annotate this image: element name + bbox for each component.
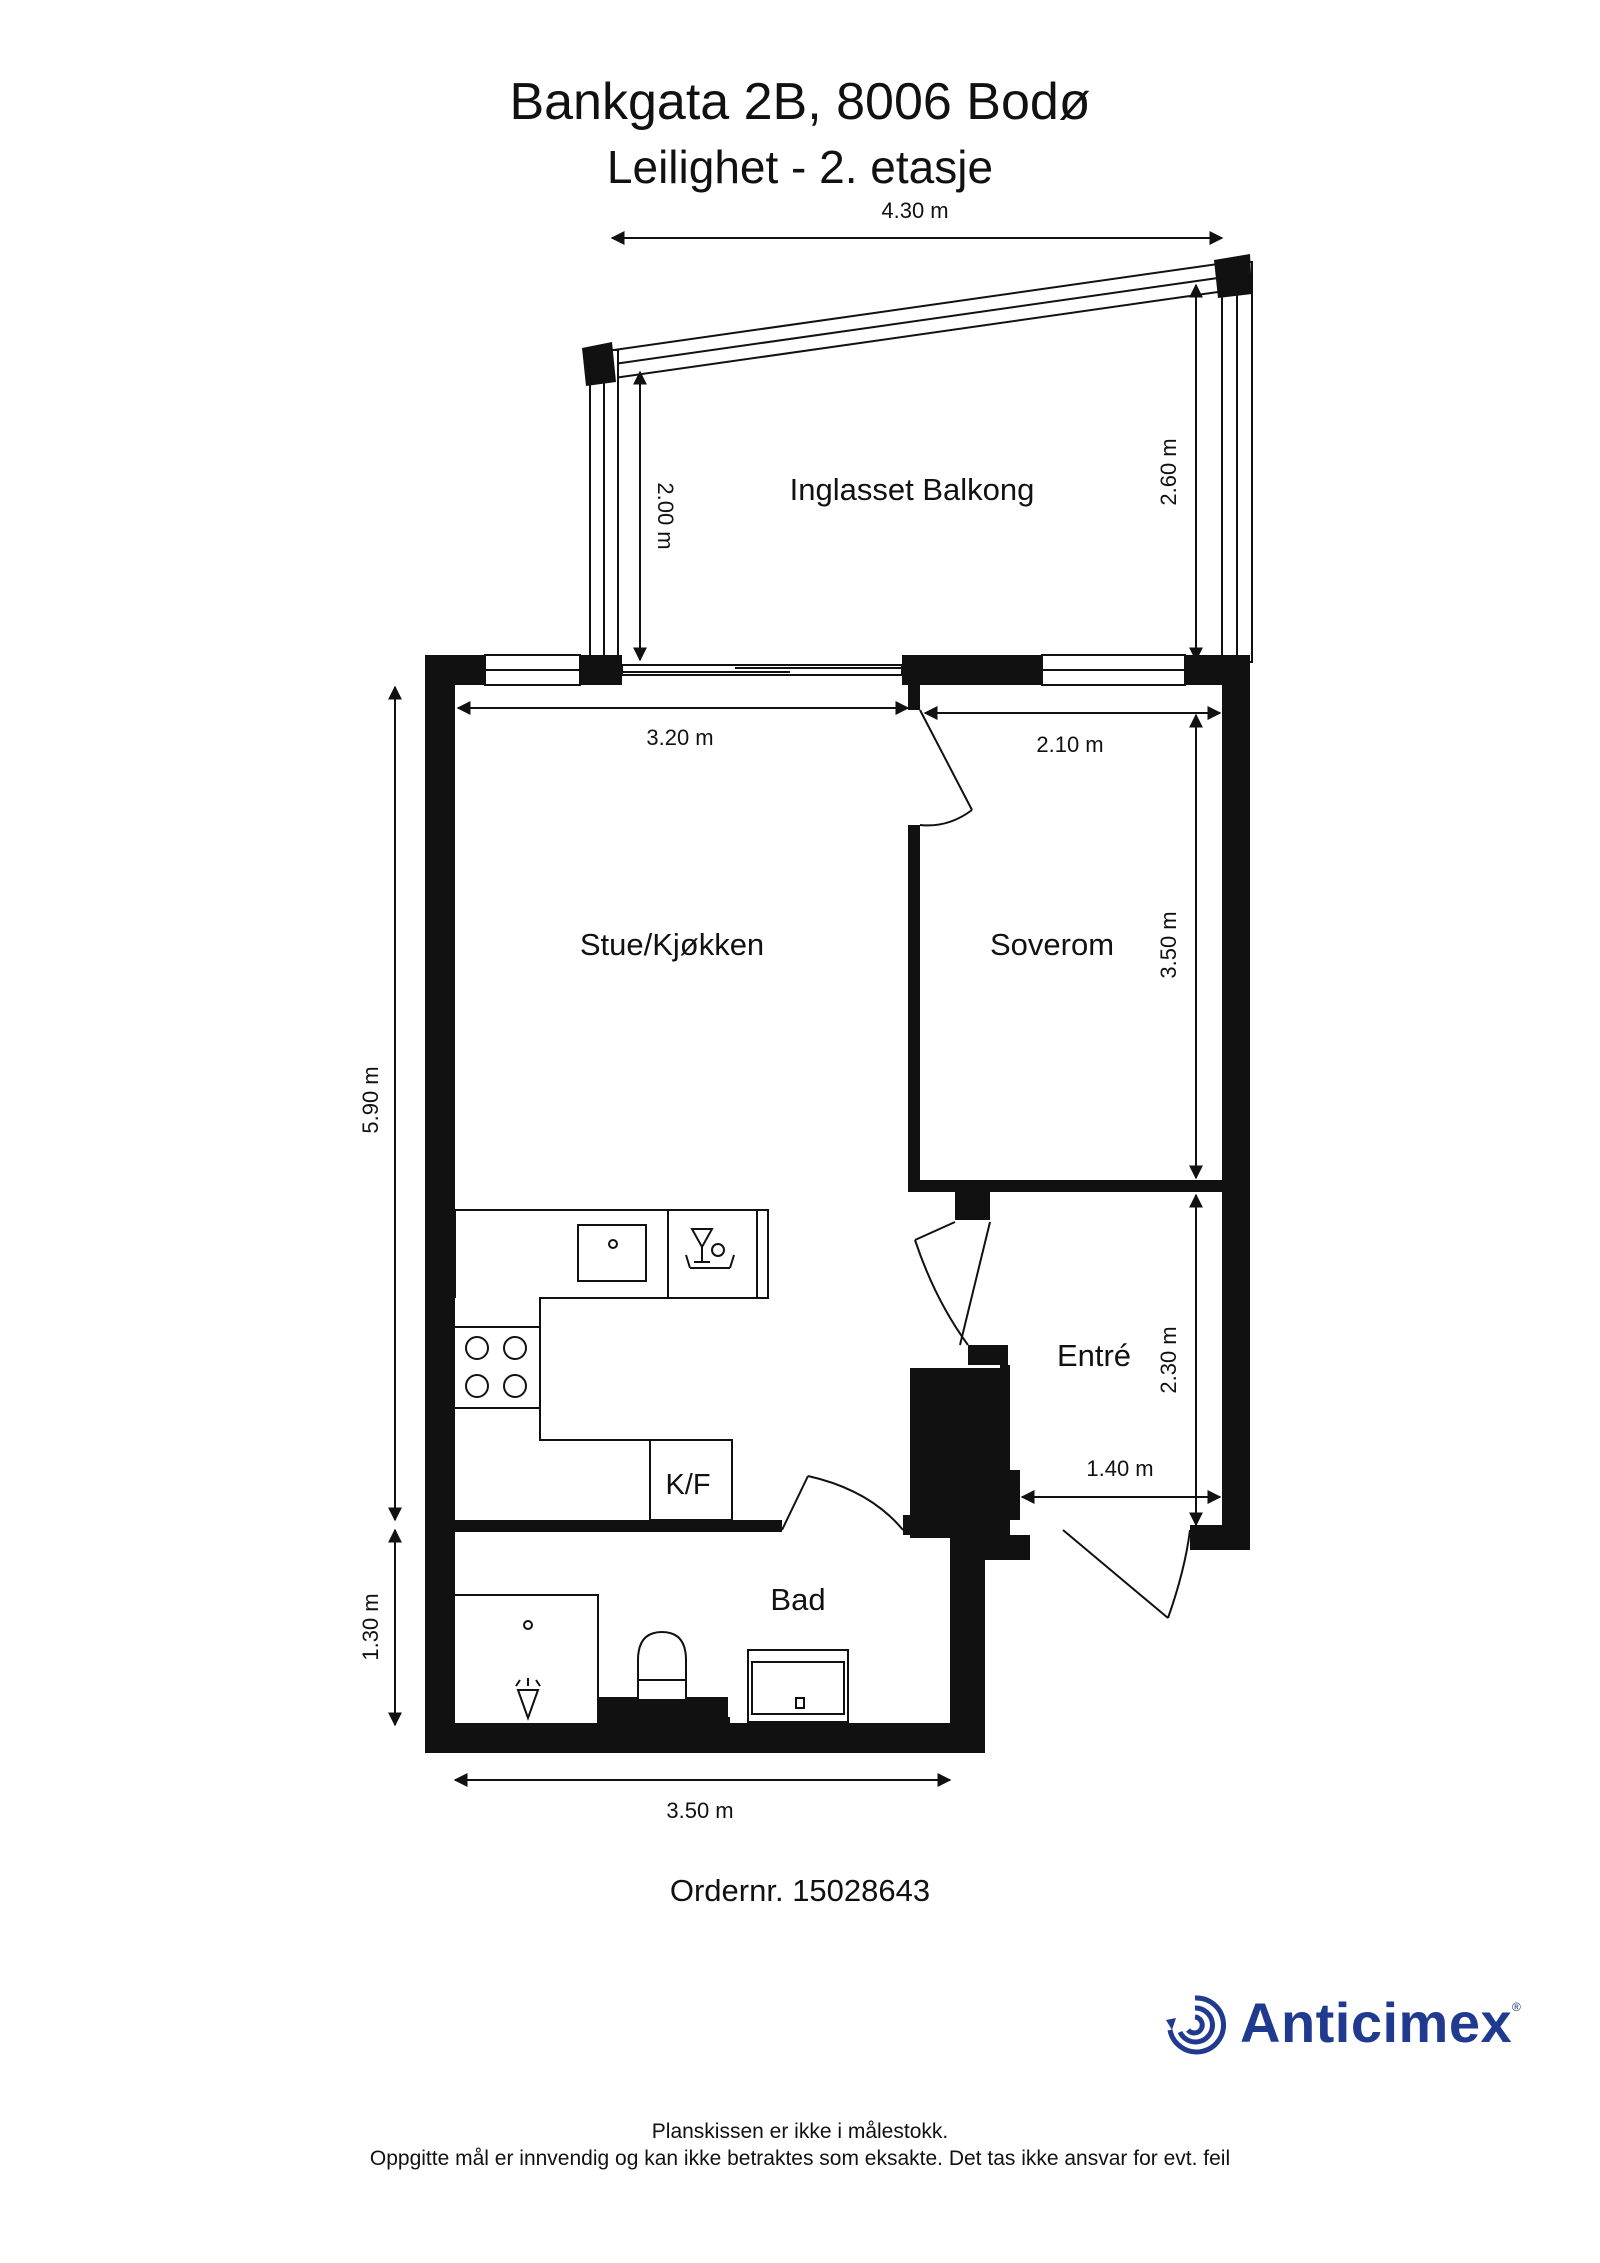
shower-area xyxy=(455,1594,599,1723)
dim-bedroom-depth: 3.50 m xyxy=(1156,911,1181,978)
toilet-icon xyxy=(637,1630,687,1701)
dim-balcony-width: 4.30 m xyxy=(881,198,948,223)
disclaimer-line-2: Oppgitte mål er innvendig og kan ikke be… xyxy=(369,2147,1231,2170)
dim-bath-depth: 1.30 m xyxy=(358,1593,383,1660)
plan-subtitle: Leilighet - 2. etasje xyxy=(606,141,994,193)
disclaimer-line-1: Planskissen er ikke i målestokk. xyxy=(651,2120,949,2143)
bath-sink-icon xyxy=(747,1649,849,1723)
label-fridge: K/F xyxy=(665,1469,710,1501)
dim-bedroom-width: 2.10 m xyxy=(1036,732,1103,757)
sink-icon xyxy=(608,1239,618,1249)
dishwasher-icon xyxy=(685,1228,735,1269)
order-number: Ordernr. 15028643 xyxy=(669,1873,931,1908)
dim-living-width: 3.20 m xyxy=(646,725,713,750)
room-label-living: Stue/Kjøkken xyxy=(580,927,764,962)
door-swings xyxy=(781,709,1191,1619)
room-label-balcony: Inglasset Balkong xyxy=(790,472,1035,507)
balcony-sliding-door xyxy=(621,664,903,676)
brand-registered-mark: ® xyxy=(1512,2000,1521,2014)
entry-wall-step xyxy=(903,1368,1020,1535)
brand-logo: Anticimex ® xyxy=(1160,1990,1560,2060)
room-label-bath: Bad xyxy=(770,1582,825,1617)
room-label-entry: Entré xyxy=(1057,1338,1131,1373)
exterior-walls xyxy=(425,655,1250,1753)
dimension-lines xyxy=(388,231,1224,1787)
north-windows xyxy=(484,654,1186,686)
balcony-corner-posts xyxy=(582,254,1252,386)
dim-balcony-left-depth: 2.00 m xyxy=(653,482,678,549)
anticimex-swirl-icon xyxy=(1166,1995,1226,2055)
dim-entry-depth: 2.30 m xyxy=(1156,1326,1181,1393)
plan-address-title: Bankgata 2B, 8006 Bodø xyxy=(509,73,1091,131)
brand-name: Anticimex xyxy=(1240,1991,1513,2054)
kitchen-counter xyxy=(454,1209,769,1521)
room-label-bedroom: Soverom xyxy=(990,927,1114,962)
dim-balcony-right-depth: 2.60 m xyxy=(1156,438,1181,505)
balcony-glazing xyxy=(589,260,1253,666)
dim-bath-width: 3.50 m xyxy=(666,1798,733,1823)
dim-entry-width: 1.40 m xyxy=(1086,1456,1153,1481)
dim-total-depth: 5.90 m xyxy=(358,1066,383,1133)
stove-icon xyxy=(465,1336,527,1398)
